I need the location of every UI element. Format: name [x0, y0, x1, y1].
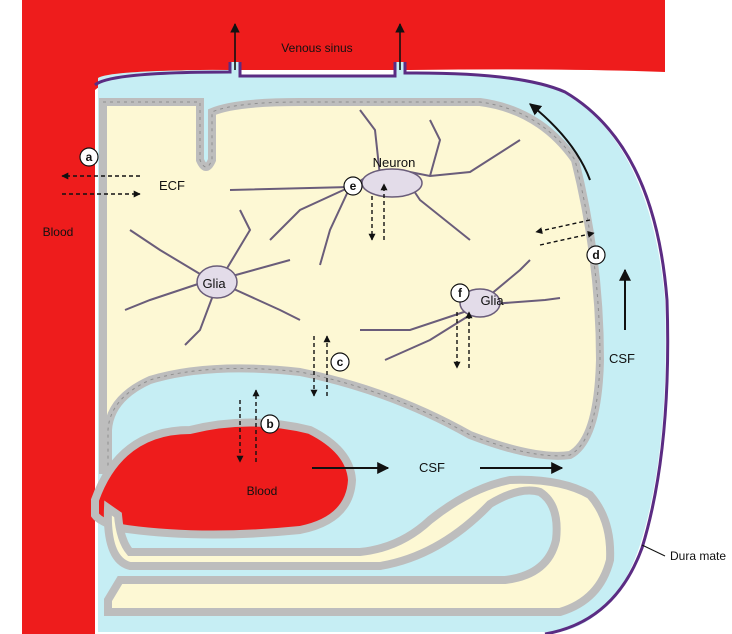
marker-a: a — [80, 148, 98, 166]
label-blood-bottom: Blood — [247, 484, 278, 498]
marker-c: c — [331, 353, 349, 371]
marker-e: e — [344, 177, 362, 195]
svg-text:e: e — [350, 179, 357, 193]
label-glia-right: Glia — [480, 293, 504, 308]
svg-text:b: b — [266, 417, 273, 431]
label-blood-left: Blood — [43, 225, 74, 239]
label-csf-bottom: CSF — [419, 460, 445, 475]
label-venous-sinus: Venous sinus — [281, 41, 352, 55]
label-ecf: ECF — [159, 178, 185, 193]
label-csf-right: CSF — [609, 351, 635, 366]
marker-d: d — [587, 246, 605, 264]
label-dura-mater: Dura mate — [670, 549, 726, 563]
dura-mater-leader-line — [642, 545, 665, 556]
label-glia-left: Glia — [202, 276, 226, 291]
label-neuron: Neuron — [373, 155, 416, 170]
svg-text:c: c — [337, 355, 344, 369]
marker-b: b — [261, 415, 279, 433]
marker-f: f — [451, 284, 469, 302]
svg-text:a: a — [86, 150, 93, 164]
svg-text:d: d — [592, 248, 599, 262]
